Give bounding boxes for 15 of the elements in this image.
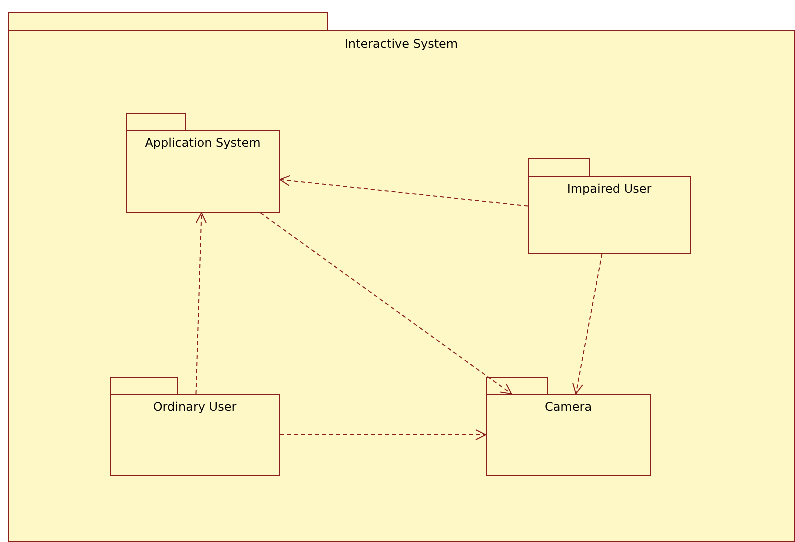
package-name: Application System: [145, 136, 261, 150]
dependency-arrow: [196, 212, 207, 394]
dependency-arrow: [572, 254, 603, 394]
package-name: Impaired User: [567, 182, 652, 196]
package-folder: [528, 158, 691, 254]
package-name: Camera: [544, 400, 592, 414]
dependency-arrow: [260, 212, 512, 394]
package-folder: [110, 377, 280, 476]
package-folder: [126, 113, 280, 213]
package-folder: [486, 377, 651, 476]
dependency-arrow: [280, 175, 528, 207]
package-name: Interactive System: [344, 37, 458, 51]
dependency-arrow: [280, 430, 486, 440]
package-name: Ordinary User: [153, 400, 237, 414]
package-folder: [8, 12, 795, 542]
